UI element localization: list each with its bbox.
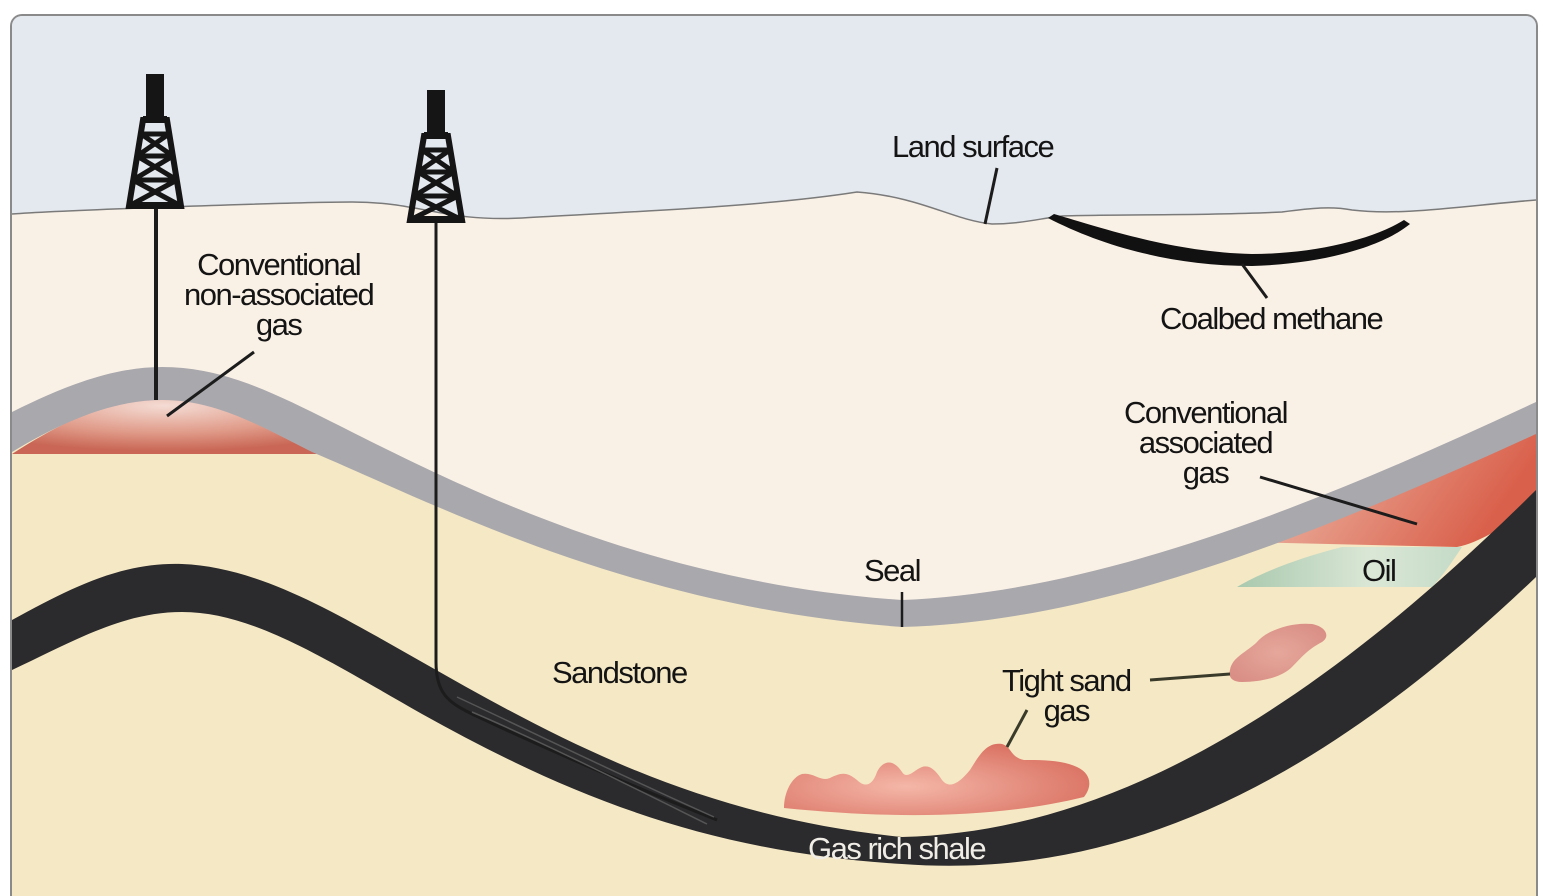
drilling-rig-icon [406, 90, 466, 223]
leader-land-surface [983, 167, 999, 225]
sandstone-layer [12, 405, 1536, 896]
horizontal-well-bore-fractures [456, 696, 715, 825]
seal-layer [12, 367, 1536, 627]
label-oil: Oil [1362, 553, 1397, 588]
leader-tight-sand-gas-pocket [1149, 672, 1231, 682]
tight-sand-gas-deposit [784, 743, 1090, 816]
label-seal: Seal [864, 553, 922, 588]
label-sandstone: Sandstone [552, 655, 688, 690]
leader-coalbed-methane [1240, 263, 1269, 299]
label-gas-rich-shale: Gas rich shale [808, 831, 987, 866]
coalbed-methane-seam [1048, 214, 1410, 266]
oil-deposit [1237, 547, 1462, 587]
label-land-surface: Land surface [892, 129, 1055, 164]
diagram-frame: Land surface Conventional non-associated… [10, 14, 1538, 896]
conventional-non-associated-gas-deposit [12, 397, 317, 454]
land-surface-line [12, 191, 1536, 225]
horizontal-well-bore [434, 217, 718, 822]
label-tight-sand-gas: Tight sand gas [1002, 663, 1132, 728]
leader-tight-sand-gas [1005, 709, 1029, 748]
drilling-rig-icon [125, 74, 185, 209]
label-coalbed-methane: Coalbed methane [1160, 301, 1384, 336]
cross-section-svg [12, 16, 1536, 896]
conventional-associated-gas-deposit [1242, 422, 1536, 547]
leader-non-associated-gas [166, 350, 255, 418]
tight-sand-gas-pocket [1229, 623, 1327, 682]
label-conventional-non-associated-gas: Conventional non-associated gas [184, 247, 375, 342]
label-conventional-associated-gas: Conventional associated gas [1124, 395, 1288, 490]
leader-associated-gas [1259, 475, 1418, 526]
